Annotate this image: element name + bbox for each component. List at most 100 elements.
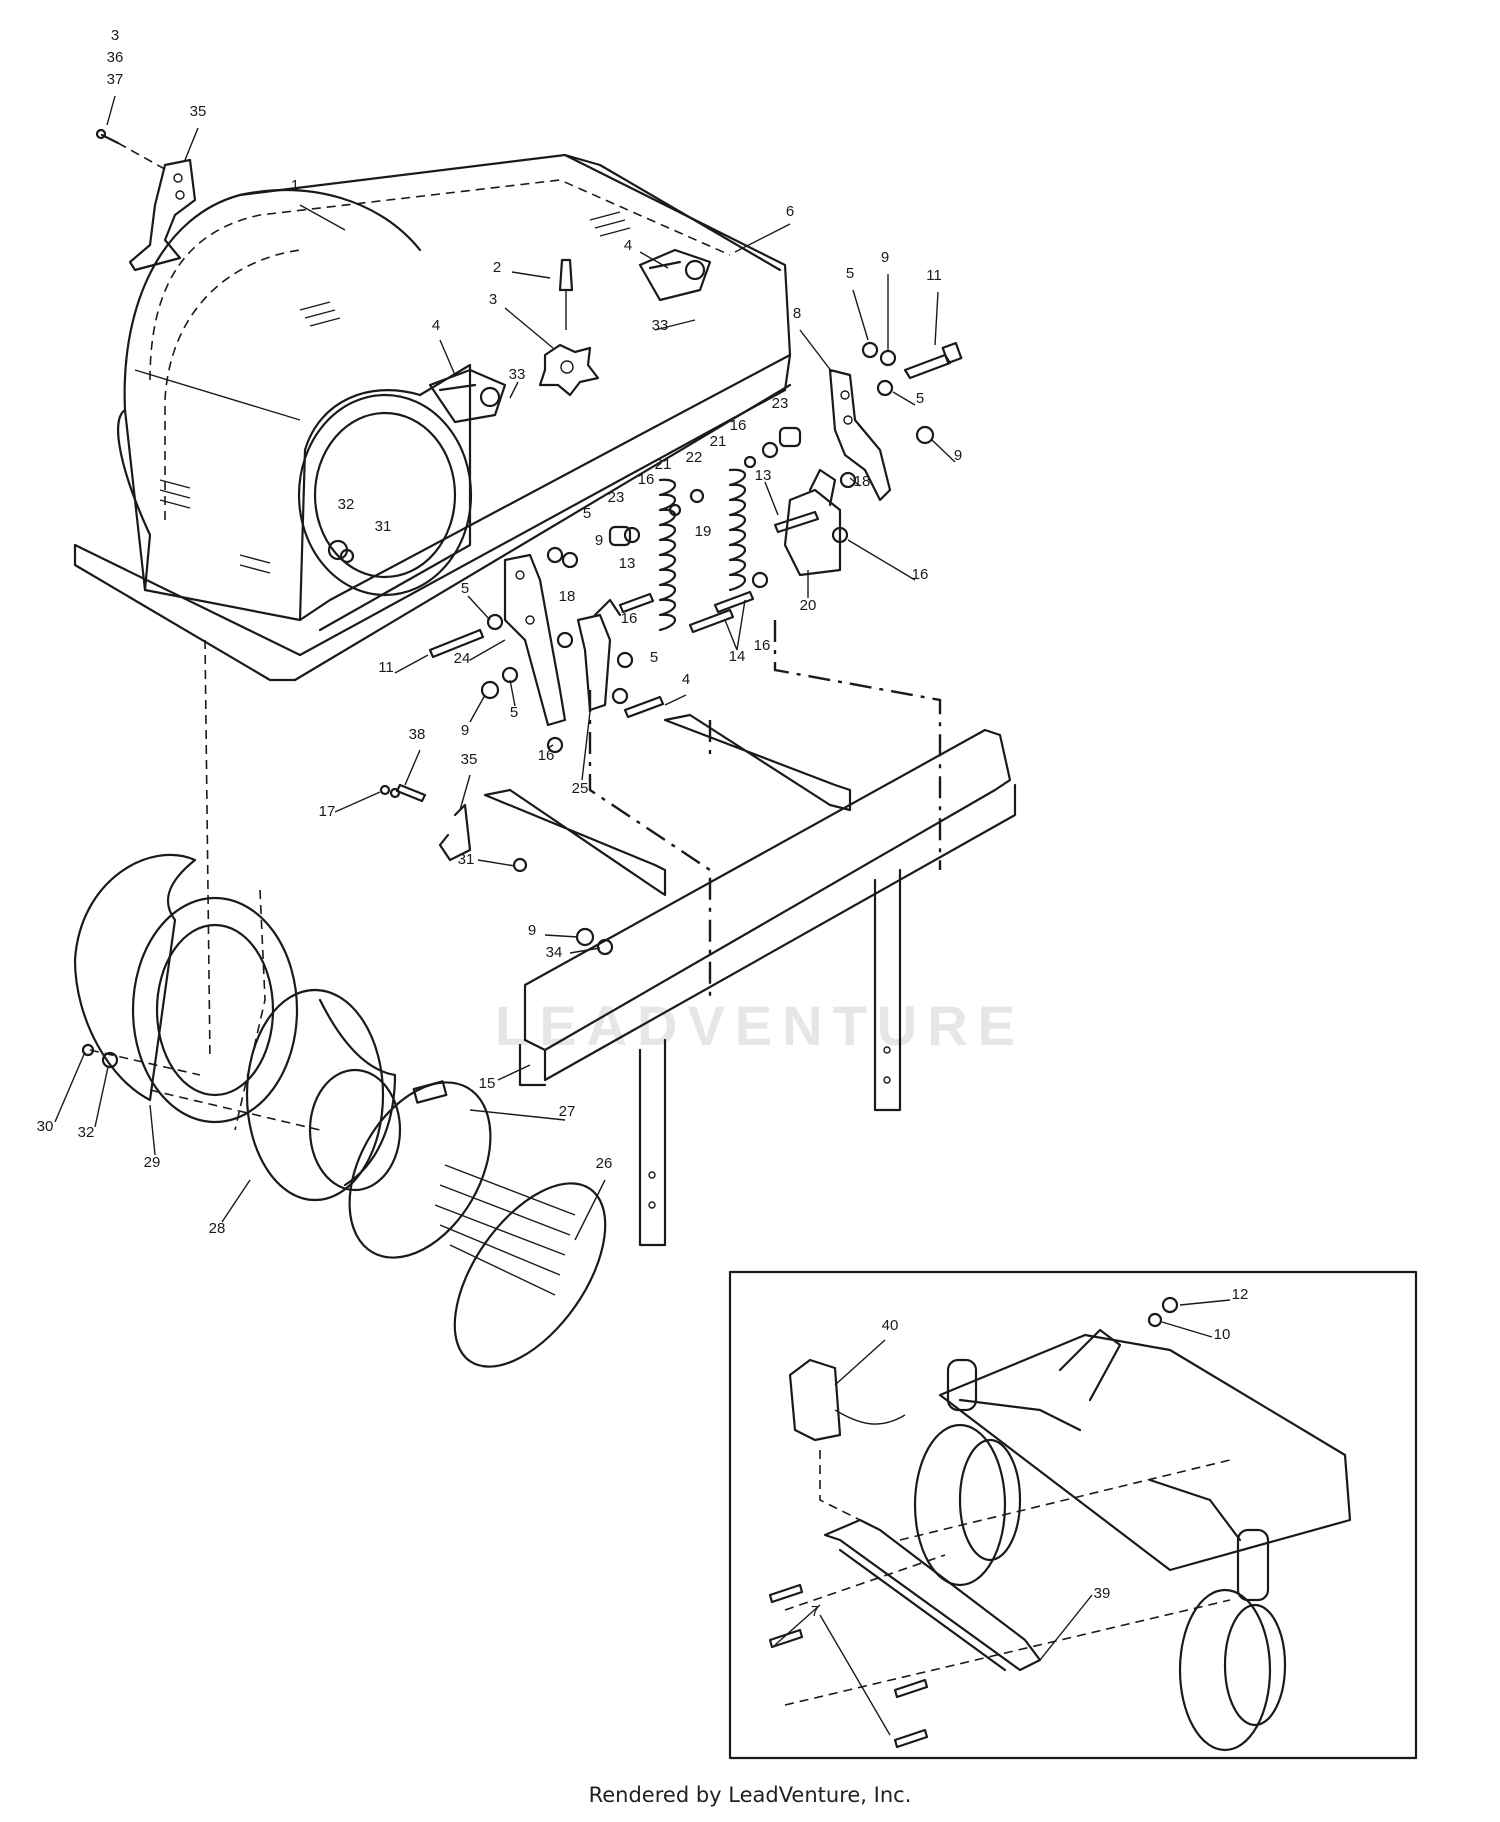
bushing-18-r bbox=[839, 471, 857, 489]
callout-c38: 38 bbox=[409, 726, 426, 743]
washer-32-chute bbox=[101, 1051, 119, 1069]
callout-c26: 26 bbox=[596, 1155, 613, 1172]
star-washer bbox=[538, 343, 600, 397]
inset-frame bbox=[728, 1270, 1418, 1760]
bolt-17 bbox=[379, 784, 401, 799]
nut-9-frame bbox=[575, 927, 595, 947]
hook-35 bbox=[438, 803, 472, 862]
bushing-23-a bbox=[778, 426, 802, 448]
callout-c11a: 11 bbox=[926, 267, 942, 284]
mount-frame bbox=[483, 713, 1017, 1247]
callout-c6: 6 bbox=[786, 203, 794, 220]
callout-c37: 37 bbox=[107, 71, 124, 88]
callout-c22: 22 bbox=[686, 449, 703, 466]
bolt-13-r bbox=[773, 510, 820, 534]
callout-c21a: 21 bbox=[710, 433, 727, 450]
callout-c34: 34 bbox=[546, 944, 563, 961]
inset-washer-10 bbox=[1147, 1312, 1163, 1328]
callout-c5b: 5 bbox=[916, 390, 924, 407]
callout-c33a: 33 bbox=[652, 317, 669, 334]
flex-hose bbox=[434, 1164, 607, 1368]
inset-bracket-39 bbox=[823, 1518, 1042, 1672]
callout-c5d: 5 bbox=[461, 580, 469, 597]
callout-c20: 20 bbox=[800, 597, 817, 614]
nut-16-r bbox=[831, 526, 849, 544]
spring-left bbox=[658, 478, 677, 632]
pin-21-b bbox=[668, 503, 682, 517]
nut-9-right bbox=[915, 425, 935, 445]
callout-c16b: 16 bbox=[638, 471, 655, 488]
inset-nut-12 bbox=[1161, 1296, 1179, 1314]
nut-16-e bbox=[751, 571, 769, 589]
callout-c35b: 35 bbox=[461, 751, 478, 768]
callout-c27: 27 bbox=[559, 1103, 576, 1120]
callout-c18a: 18 bbox=[854, 473, 871, 490]
bolt-4 bbox=[623, 695, 665, 719]
callout-c21b: 21 bbox=[655, 456, 672, 473]
bolt-13-l bbox=[618, 592, 655, 614]
chute-cone bbox=[245, 988, 402, 1202]
washer-5-l2 bbox=[501, 666, 519, 684]
pin-21-a bbox=[743, 455, 757, 469]
nut-16-a bbox=[761, 441, 779, 459]
callout-c9b: 9 bbox=[954, 447, 962, 464]
callout-c19: 19 bbox=[695, 523, 712, 540]
rivet bbox=[558, 258, 574, 330]
callout-c35a: 35 bbox=[190, 103, 207, 120]
inset-mower-deck bbox=[913, 1328, 1352, 1752]
callout-c9d: 9 bbox=[461, 722, 469, 739]
bolt-11-left bbox=[428, 628, 485, 659]
latch-25 bbox=[576, 598, 622, 712]
callout-c4a: 4 bbox=[624, 237, 632, 254]
callout-c33b: 33 bbox=[509, 366, 526, 383]
callout-c3a: 3 bbox=[111, 27, 119, 44]
nut-22 bbox=[689, 488, 705, 504]
nut-31-frame bbox=[512, 857, 528, 873]
callout-c4b: 4 bbox=[432, 317, 440, 334]
callout-c2: 2 bbox=[493, 259, 501, 276]
washer-5-l bbox=[486, 613, 504, 631]
render-credit: Rendered by LeadVenture, Inc. bbox=[588, 1783, 912, 1807]
callout-c3b: 3 bbox=[489, 291, 497, 308]
callout-c16e: 16 bbox=[754, 637, 771, 654]
callout-c31b: 31 bbox=[458, 851, 475, 868]
callout-c4c: 4 bbox=[682, 671, 690, 688]
nut-16-d bbox=[546, 736, 564, 754]
leader-lines bbox=[54, 95, 1231, 1736]
cover-flange bbox=[563, 153, 782, 272]
callout-c5e: 5 bbox=[650, 649, 658, 666]
frame-alignment-line bbox=[588, 620, 942, 1000]
callout-c16c: 16 bbox=[912, 566, 929, 583]
callout-c5c: 5 bbox=[583, 505, 591, 522]
bracket-left bbox=[503, 553, 567, 727]
nut-16-c bbox=[616, 651, 634, 669]
callout-c31a: 31 bbox=[375, 518, 392, 535]
callout-c13a: 13 bbox=[755, 467, 772, 484]
callout-c10: 10 bbox=[1214, 1326, 1231, 1343]
callout-c16f: 16 bbox=[538, 747, 555, 764]
callout-c8: 8 bbox=[793, 305, 801, 322]
inset-align-lines bbox=[784, 1450, 1231, 1706]
callout-c7: 7 bbox=[811, 1603, 819, 1620]
latch-handle-top bbox=[95, 128, 197, 272]
bushing-18-l bbox=[556, 631, 574, 649]
callout-c23a: 23 bbox=[772, 395, 789, 412]
callout-c32b: 32 bbox=[78, 1124, 95, 1141]
callout-c23b: 23 bbox=[608, 489, 625, 506]
callout-c28: 28 bbox=[209, 1220, 226, 1237]
callout-c40: 40 bbox=[882, 1317, 899, 1334]
bolt-11-top bbox=[903, 341, 963, 380]
bolts-14 bbox=[688, 590, 755, 634]
bracket-right bbox=[828, 368, 892, 502]
callout-c30: 30 bbox=[37, 1118, 54, 1135]
washer-5-top bbox=[861, 341, 879, 359]
callout-c16a: 16 bbox=[730, 417, 747, 434]
callout-c13b: 13 bbox=[619, 555, 636, 572]
inset-bolts-7 bbox=[768, 1583, 929, 1749]
callout-c9a: 9 bbox=[881, 249, 889, 266]
inset-latch-40 bbox=[788, 1358, 906, 1442]
latch-assembly-right bbox=[638, 248, 712, 302]
nut-16-b bbox=[623, 526, 641, 544]
